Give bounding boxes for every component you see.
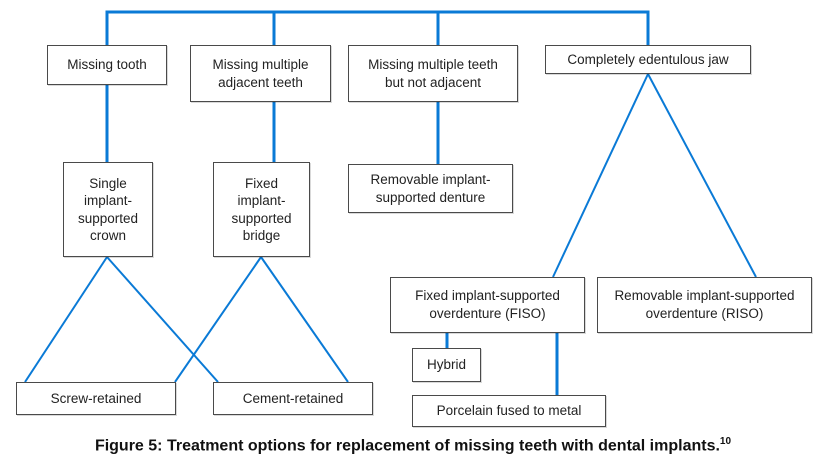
root-connector-line [105, 10, 650, 47]
node-completely-edentulous-jaw: Completely edentulous jaw [545, 45, 751, 74]
edge-edentulous-to-fiso [552, 73, 649, 278]
node-label: Cement-retained [242, 390, 344, 406]
node-label: Hybrid [426, 357, 466, 372]
node-label: Single implant- supported crown [77, 175, 139, 244]
edge-single-crown-to-cement [106, 256, 219, 383]
node-screw-retained: Screw-retained [16, 382, 176, 415]
node-riso: Removable implant-supported overdenture … [597, 277, 812, 333]
edge-edentulous-to-riso [647, 73, 757, 278]
node-label: Fixed implant-supported overdenture (FIS… [415, 288, 560, 321]
node-label: Removable implant- supported denture [370, 171, 491, 205]
node-removable-implant-supported-denture: Removable implant- supported denture [348, 164, 513, 213]
node-label: Fixed implant- supported bridge [231, 175, 292, 244]
node-cement-retained: Cement-retained [213, 382, 373, 415]
caption-reference: 10 [719, 436, 732, 447]
edge-fixed-bridge-to-screw [174, 256, 262, 383]
node-missing-multiple-teeth-not-adjacent: Missing multiple teeth but not adjacent [348, 45, 518, 102]
edge-fixed-bridge-to-cement [260, 256, 349, 383]
node-single-implant-supported-crown: Single implant- supported crown [63, 162, 153, 257]
node-label: Removable implant-supported overdenture … [614, 288, 795, 321]
node-label: Missing multiple teeth but not adjacent [368, 56, 498, 90]
node-fixed-implant-supported-bridge: Fixed implant- supported bridge [213, 162, 310, 257]
node-porcelain-fused-to-metal: Porcelain fused to metal [412, 395, 606, 427]
node-label: Screw-retained [50, 390, 142, 406]
edge-single-crown-to-screw [24, 256, 108, 383]
node-fiso: Fixed implant-supported overdenture (FIS… [390, 277, 585, 333]
node-label: Missing multiple adjacent teeth [212, 56, 309, 90]
caption-text: Figure 5: Treatment options for replacem… [94, 437, 720, 455]
node-missing-tooth: Missing tooth [47, 45, 167, 85]
node-label: Porcelain fused to metal [436, 403, 582, 418]
figure-caption: Figure 5: Treatment options for replacem… [0, 436, 826, 455]
node-missing-multiple-adjacent-teeth: Missing multiple adjacent teeth [190, 45, 331, 102]
node-label: Completely edentulous jaw [567, 51, 729, 67]
node-label: Missing tooth [67, 57, 147, 72]
node-hybrid: Hybrid [412, 348, 481, 382]
